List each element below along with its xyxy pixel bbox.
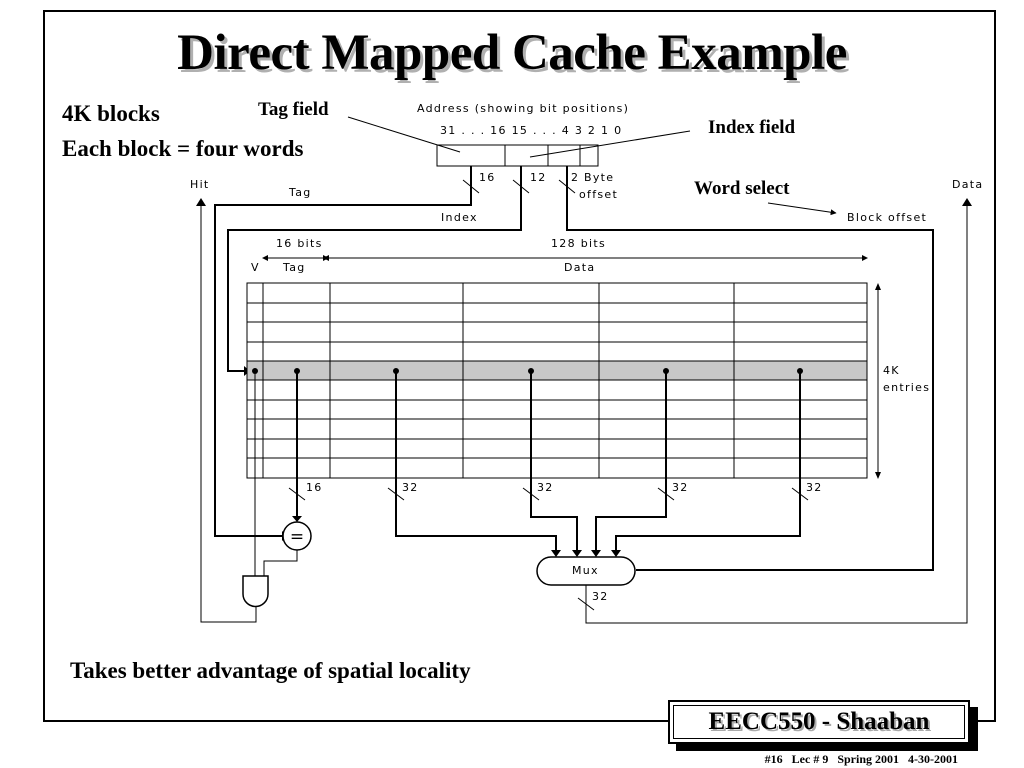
footer-box: EECC550 - Shaaban	[668, 700, 970, 744]
spatial-locality-note: Takes better advantage of spatial locali…	[70, 658, 471, 683]
index-wire-label: Index	[441, 211, 478, 224]
address-label: Address (showing bit positions)	[417, 102, 629, 115]
and-gate	[242, 575, 269, 608]
data-width-arrow-left	[323, 255, 329, 261]
tag-out-bits-label: 16	[306, 481, 323, 494]
selected-row	[247, 361, 867, 380]
tag-field-label: Tag field	[258, 99, 329, 120]
tag-bits-label: 16	[479, 171, 496, 184]
data-column-label: Data	[564, 261, 595, 274]
data-width-arrow-right	[862, 255, 868, 261]
tag-out-arrow-head	[292, 516, 302, 522]
entries-arrow-top	[875, 283, 881, 290]
word-wires	[395, 371, 801, 552]
cache-table	[246, 282, 868, 479]
footer-title: EECC550 - Shaaban	[673, 705, 965, 739]
data-out-arrow-head	[962, 198, 972, 206]
data-out-label: Data	[952, 178, 983, 191]
slide-footnote: #16 Lec # 9 Spring 2001 4-30-2001	[764, 752, 958, 766]
valid-column-label: V	[251, 261, 260, 274]
hit-wire	[200, 202, 257, 623]
entries-arrow-bottom	[875, 472, 881, 479]
word-select-pointer	[767, 202, 837, 216]
offset-label: offset	[579, 188, 618, 201]
mux	[536, 556, 636, 586]
data-width-label: 128 bits	[551, 237, 606, 250]
entries-count-label: 4K	[883, 364, 900, 377]
tag-width-label: 16 bits	[276, 237, 323, 250]
block-offset-label: Block offset	[847, 211, 927, 224]
word-3-bits-label: 32	[806, 481, 823, 494]
index-field-label: Index field	[708, 117, 796, 138]
mux-label: Mux	[572, 564, 599, 577]
tag-column-label: Tag	[282, 261, 306, 274]
word-select-label: Word select	[694, 178, 790, 199]
word-1-bits-label: 32	[537, 481, 554, 494]
hit-arrow-head	[196, 198, 206, 206]
compare-to-and-wire	[263, 550, 298, 578]
bit-width-slashes	[462, 179, 576, 194]
word-2-bits-label: 32	[672, 481, 689, 494]
tag-wire-label: Tag	[288, 186, 312, 199]
data-out-wire	[585, 206, 968, 624]
address-wires	[214, 166, 934, 571]
index-bits-label: 12	[530, 171, 547, 184]
slide-frame	[43, 10, 996, 722]
word-wire-arrow-heads	[551, 550, 621, 557]
mux-out-bits-label: 32	[592, 590, 609, 603]
byte-offset-bits-label: 2	[571, 171, 579, 184]
slide-title: Direct Mapped Cache Example	[177, 25, 847, 81]
byte-label: Byte	[584, 171, 614, 184]
hit-label: Hit	[190, 178, 210, 191]
word-wire-slashes	[387, 487, 809, 501]
block-size-text: Each block = four words	[62, 136, 304, 161]
address-register	[436, 144, 599, 167]
blocks-count-text: 4K blocks	[62, 101, 160, 126]
comparator-symbol: =	[290, 527, 304, 547]
bit-positions-label: 31 . . . 16 15 . . . 4 3 2 1 0	[440, 124, 622, 137]
entries-label: entries	[883, 381, 930, 394]
tag-out-slash	[288, 487, 306, 501]
tag-width-arrow-left	[262, 255, 268, 261]
word-0-bits-label: 32	[402, 481, 419, 494]
mux-out-slash	[577, 597, 595, 611]
tag-field-pointer	[347, 116, 461, 153]
index-field-pointer	[529, 130, 691, 158]
